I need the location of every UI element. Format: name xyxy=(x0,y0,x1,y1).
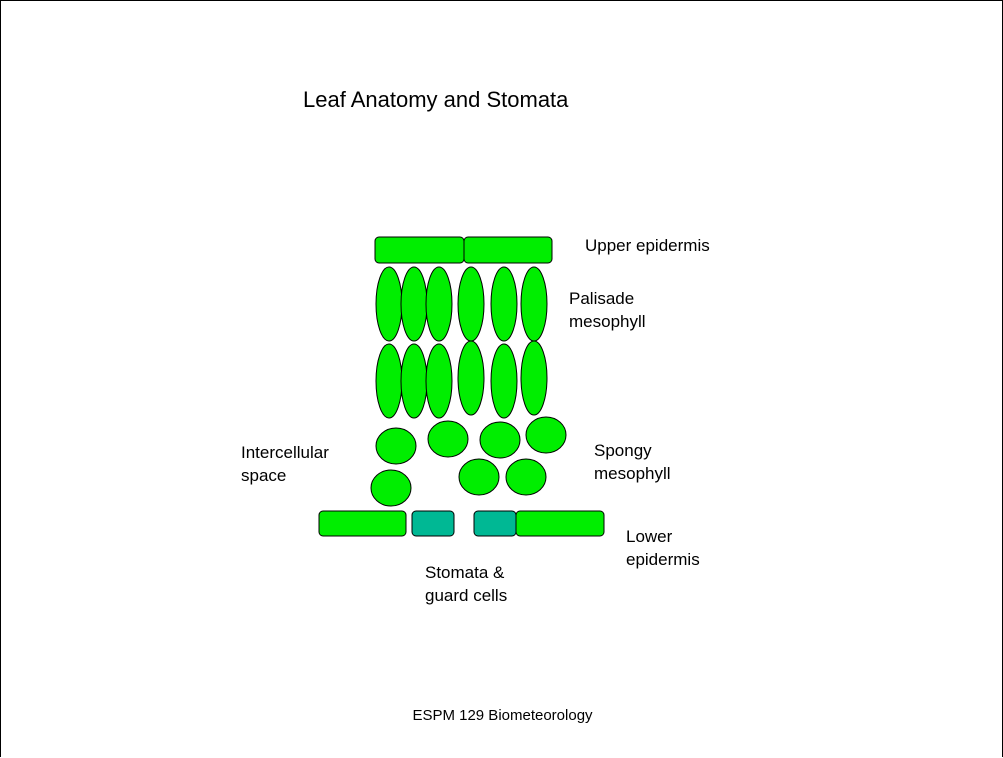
label-upper-epidermis: Upper epidermis xyxy=(585,236,710,255)
palisade-cell xyxy=(520,266,548,342)
palisade-cell xyxy=(425,343,453,419)
spongy-cell xyxy=(479,421,521,459)
label-line: epidermis xyxy=(626,550,700,569)
label-line: Intercellular xyxy=(241,443,329,462)
palisade-cell xyxy=(490,266,518,342)
label-palisade-mesophyll: Palisade mesophyll xyxy=(569,287,646,333)
lower-epidermis-cell xyxy=(515,510,605,537)
label-line: Lower xyxy=(626,527,673,546)
slide-title: Leaf Anatomy and Stomata xyxy=(303,87,569,112)
palisade-cell xyxy=(457,266,485,342)
label-line: Spongy xyxy=(594,441,652,460)
slide-footer: ESPM 129 Biometeorology xyxy=(412,707,593,724)
label-line: Stomata & xyxy=(425,563,505,582)
palisade-cell xyxy=(400,343,428,419)
spongy-cell xyxy=(375,427,417,465)
spongy-cell xyxy=(370,469,412,507)
guard-cell xyxy=(473,510,517,537)
label-line: Palisade xyxy=(569,289,635,308)
label-lower-epidermis: Lower epidermis xyxy=(626,525,700,571)
palisade-cell xyxy=(490,343,518,419)
label-stomata-guard-cells: Stomata & guard cells xyxy=(425,561,507,607)
lower-epidermis-cell xyxy=(318,510,407,537)
label-line: guard cells xyxy=(425,586,508,605)
label-spongy-mesophyll: Spongy mesophyll xyxy=(594,439,671,485)
spongy-cell xyxy=(458,458,500,496)
label-line: space xyxy=(241,466,287,485)
label-line: mesophyll xyxy=(569,312,646,331)
palisade-cell xyxy=(375,343,403,419)
palisade-cell xyxy=(375,266,403,342)
label-intercellular-space: Intercellular space xyxy=(241,441,329,487)
upper-epidermis-cell xyxy=(463,236,553,264)
spongy-cell xyxy=(427,420,469,458)
palisade-cell xyxy=(457,340,485,416)
palisade-cell xyxy=(520,340,548,416)
spongy-cell xyxy=(525,416,567,454)
palisade-cell xyxy=(425,266,453,342)
label-line: mesophyll xyxy=(594,464,671,483)
palisade-cell xyxy=(400,266,428,342)
guard-cell xyxy=(411,510,455,537)
spongy-cell xyxy=(505,458,547,496)
upper-epidermis-cell xyxy=(374,236,465,264)
